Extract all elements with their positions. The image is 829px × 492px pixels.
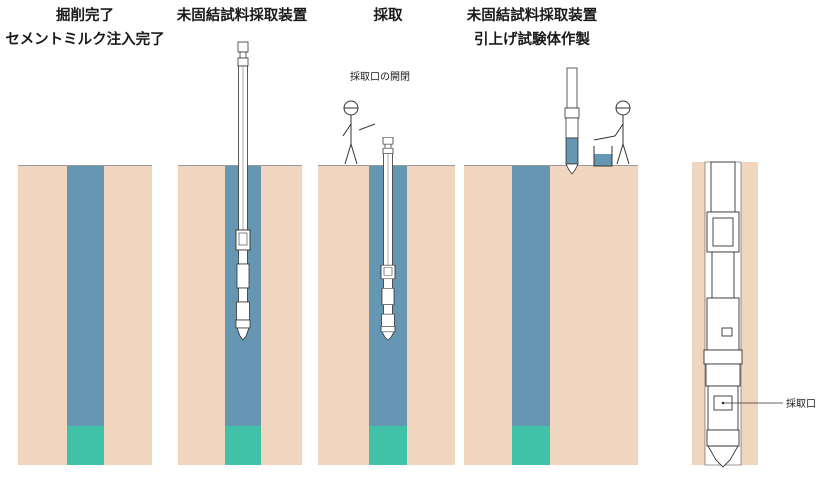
soil: [464, 166, 638, 465]
panel-withdrawal: ﾉﾉﾉﾉ: [464, 67, 638, 465]
step1-title-line1: 掘削完了: [56, 6, 114, 24]
borehole-cement-milk: [512, 166, 550, 426]
withdrawn-sampler: [564, 67, 580, 175]
sampler-device: [235, 41, 251, 341]
step4-title-line2: 引上げ試験体作製: [474, 30, 590, 48]
borehole-bottom: [67, 426, 104, 465]
operator-figure: [342, 100, 359, 165]
borehole-bottom: [512, 426, 550, 465]
detail-sampler: [703, 161, 743, 468]
step3-title: 採取: [374, 6, 403, 24]
panel-sampling: ﾉﾉﾉﾉ 採取口の開閉: [318, 70, 455, 465]
sampling-port-open-label: 採取口の開閉: [350, 70, 410, 83]
sampler-detail-view: 採取口: [692, 161, 816, 468]
operator-hand-line: [358, 123, 376, 131]
specimen-container: [593, 146, 613, 167]
step1-title-line2: セメントミルク注入完了: [5, 30, 164, 48]
borehole-bottom: [369, 426, 407, 465]
step2-title: 未固結試料採取装置: [176, 6, 308, 24]
sampling-port-label: 採取口: [786, 397, 816, 410]
worker-figure: [614, 100, 631, 165]
sampler-device: [380, 136, 396, 341]
borehole-bottom: [225, 426, 261, 465]
panel-excavation-complete: ﾉﾉﾉﾉ: [18, 165, 152, 465]
panel-sampler-inserted: ﾉﾉﾉﾉ: [178, 41, 302, 465]
borehole-cement-milk: [67, 166, 104, 426]
worker-hand-line: [593, 135, 616, 141]
step4-title-line1: 未固結試料採取装置: [466, 6, 598, 24]
